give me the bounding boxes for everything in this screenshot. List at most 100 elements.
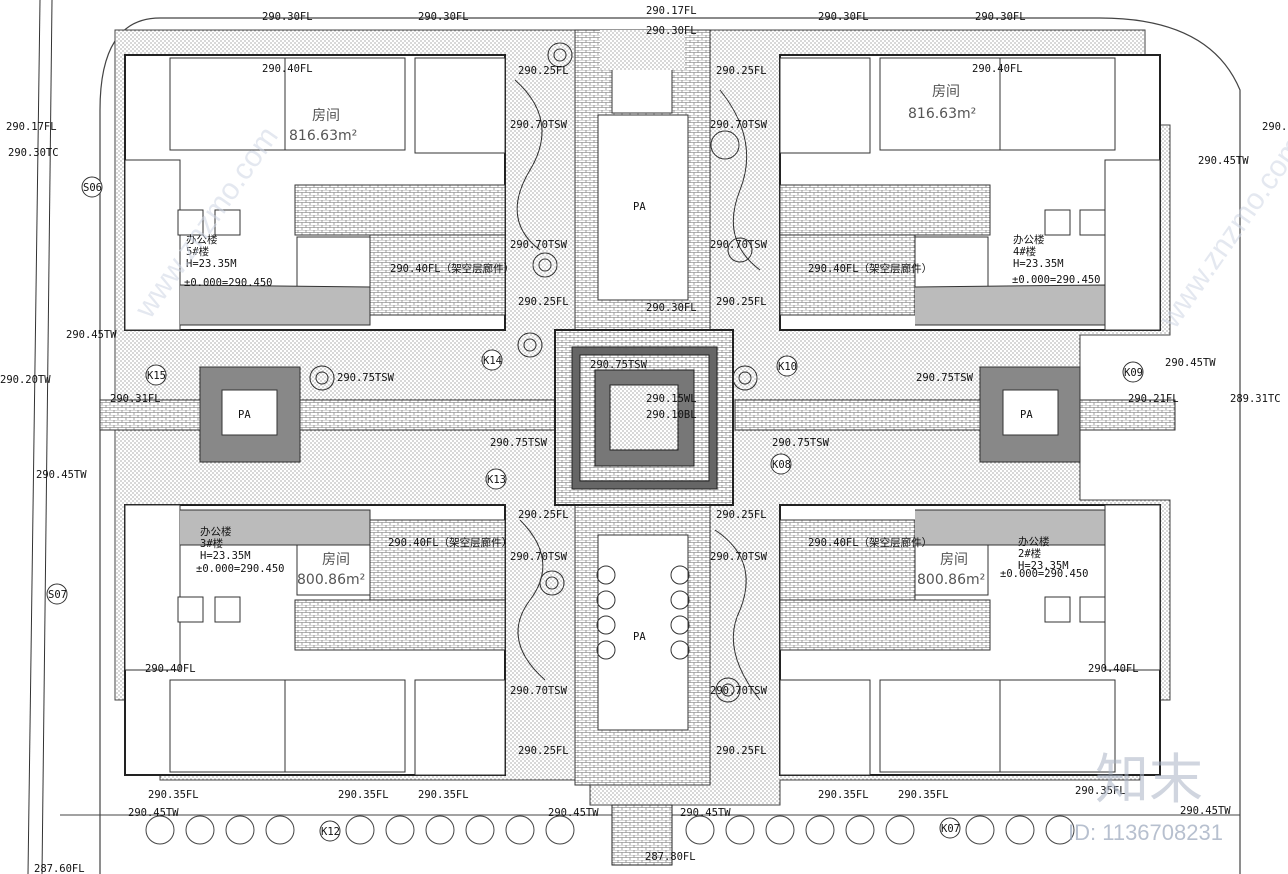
label: 290.30FL [818, 11, 869, 23]
label: 290.40FL（架空层廊件） [808, 536, 932, 549]
label: 4#楼 [1013, 245, 1037, 258]
label: 290.40FL（架空层廊件） [390, 262, 514, 275]
trees [309, 42, 761, 703]
label: 290.45TW [36, 469, 87, 481]
label: 290.75TSW [772, 437, 830, 449]
central-plaza [554, 329, 734, 506]
label: 290.30FL [646, 25, 697, 37]
label: K13 [487, 474, 506, 486]
label: 816.63m² [908, 106, 976, 122]
label: 290.75TSW [916, 372, 974, 384]
road-line-left [27, 0, 41, 874]
label: 290.25FL [716, 509, 767, 521]
label: 290.40FL（架空层廊件） [808, 262, 932, 275]
label: 287.80FL [645, 851, 696, 863]
label: ±0.000=290.450 [1000, 568, 1089, 580]
label: 290.40FL [262, 63, 313, 75]
label: 290.45TW [1180, 805, 1231, 817]
label: K08 [772, 459, 791, 471]
label: 290.45TW [66, 329, 117, 341]
label: 290.25FL [716, 745, 767, 757]
watermark-logo: 知末 [1095, 748, 1203, 811]
label: 290.40FL [1088, 663, 1139, 675]
central-axis [574, 29, 711, 786]
label: PA [633, 631, 646, 643]
label: 290.70TSW [510, 119, 568, 131]
label: H=23.35M [186, 258, 237, 270]
label: 290.70TSW [710, 551, 768, 563]
label: 290.40FL [972, 63, 1023, 75]
label: 290.1 [1262, 121, 1288, 133]
label: S07 [48, 589, 67, 601]
label: ±0.000=290.450 [184, 277, 273, 289]
building-top-right [779, 54, 1161, 331]
label: 290.17FL [6, 121, 57, 133]
label: 290.25FL [716, 65, 767, 77]
label: K09 [1124, 367, 1143, 379]
label: 290.35FL [1075, 785, 1126, 797]
label: 290.17FL [646, 5, 697, 17]
label: 290.70TSW [510, 239, 568, 251]
label: 290.25FL [518, 509, 569, 521]
label: 290.70TSW [710, 119, 768, 131]
label: K14 [483, 355, 502, 367]
label: 5#楼 [186, 245, 210, 258]
label: 290.30FL [262, 11, 313, 23]
label: ±0.000=290.450 [1012, 274, 1101, 286]
building-bottom-left [124, 504, 506, 776]
label: 290.40FL [145, 663, 196, 675]
label: 290.40FL（架空层廊件） [388, 536, 512, 549]
label: K07 [941, 823, 960, 835]
label: 办公楼 [1013, 233, 1045, 246]
label: 800.86m² [917, 572, 985, 588]
label: 2#楼 [1018, 547, 1042, 560]
label: K15 [147, 370, 166, 382]
label: 800.86m² [297, 572, 365, 588]
label: 办公楼 [186, 233, 218, 246]
entrance-stair [611, 804, 673, 866]
label: 290.75TSW [590, 359, 648, 371]
label: 290.10BL [646, 409, 697, 421]
label: 290.35FL [898, 789, 949, 801]
label: K12 [321, 826, 340, 838]
label: 办公楼 [1018, 535, 1050, 548]
label: 290.70TSW [510, 551, 568, 563]
label: 290.45TW [128, 807, 179, 819]
label: ±0.000=290.450 [196, 563, 285, 575]
label: 办公楼 [200, 525, 232, 538]
label: 290.35FL [418, 789, 469, 801]
label: 287.60FL [34, 863, 85, 874]
label: 290.20TW [0, 374, 51, 386]
building-top-left [124, 54, 506, 331]
label: 290.45TW [1165, 357, 1216, 369]
label: 290.45TW [548, 807, 599, 819]
label: 房间 [940, 552, 968, 568]
label: 290.25FL [518, 745, 569, 757]
building-bottom-right [779, 504, 1161, 776]
label: 290.75TSW [490, 437, 548, 449]
label: 290.25FL [518, 296, 569, 308]
key-markers: K15 K14 K10 K09 K13 K08 K12 K07 S06 S07 [46, 176, 1144, 842]
label: PA [1020, 409, 1033, 421]
label: 290.30FL [646, 302, 697, 314]
site-boundary [160, 17, 1241, 874]
label: 290.70TSW [710, 239, 768, 251]
label: 290.35FL [818, 789, 869, 801]
label: 290.21FL [1128, 393, 1179, 405]
label: 290.31FL [110, 393, 161, 405]
label: 3#楼 [200, 537, 224, 550]
east-west-walkway [99, 366, 1176, 463]
label: 290.30FL [975, 11, 1026, 23]
label: 816.63m² [289, 128, 357, 144]
label: 290.25FL [716, 296, 767, 308]
label: 房间 [312, 108, 340, 124]
label: 房间 [932, 84, 960, 100]
label: 290.75TSW [337, 372, 395, 384]
label: 290.15WL [646, 393, 697, 405]
label: 290.70TSW [710, 685, 768, 697]
label: 290.30FL [418, 11, 469, 23]
label: 290.70TSW [510, 685, 568, 697]
label: H=23.35M [1013, 258, 1064, 270]
